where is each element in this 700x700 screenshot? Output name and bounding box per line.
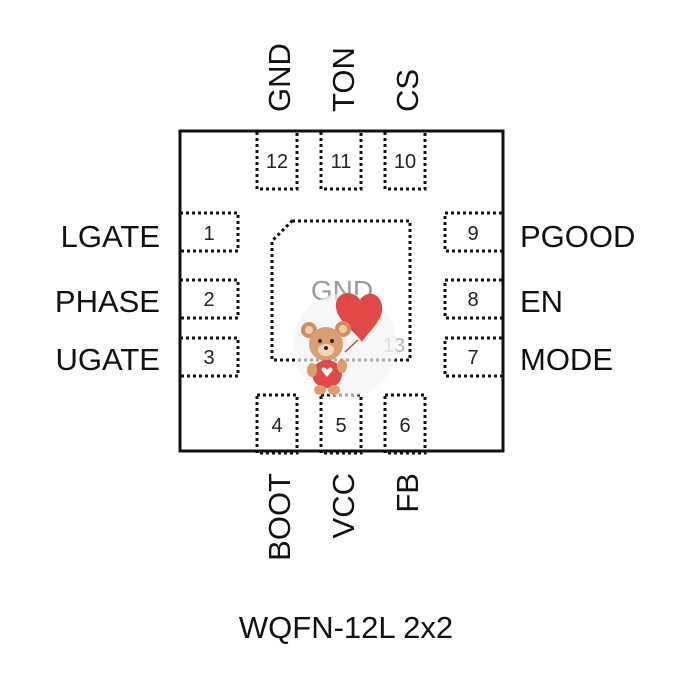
pin-9-name: PGOOD	[520, 219, 635, 254]
pin-9-number: 9	[467, 223, 478, 245]
pin-6-number: 6	[399, 415, 410, 437]
pin-3-name: UGATE	[56, 342, 161, 377]
teddy-bear-with-heart-balloon-icon	[293, 293, 397, 397]
pin-2-number: 2	[203, 289, 214, 311]
pad-12	[255, 129, 299, 191]
pin-3-number: 3	[203, 347, 214, 369]
pin-8-number: 8	[467, 289, 478, 311]
pin-4-number: 4	[271, 415, 282, 437]
pin-6-name: FB	[390, 473, 425, 513]
package-body	[178, 129, 505, 453]
pin-2-name: PHASE	[55, 284, 160, 319]
pad-11	[319, 129, 363, 191]
pin-5-name: VCC	[326, 473, 361, 538]
pad-6	[383, 393, 427, 455]
pin-12-number: 12	[266, 151, 288, 173]
pad-4	[255, 393, 299, 455]
pin-11-name: TON	[326, 47, 361, 112]
pin-11-number: 11	[331, 151, 352, 173]
pin-7-number: 7	[467, 347, 478, 369]
pin-1-name: LGATE	[61, 219, 160, 254]
pin-12-name: GND	[262, 43, 297, 112]
package-caption: WQFN-12L 2x2	[239, 610, 453, 645]
pin-5-number: 5	[335, 415, 346, 437]
pin-10-name: CS	[390, 69, 425, 112]
pin-1-number: 1	[203, 223, 214, 245]
pad-10	[383, 129, 427, 191]
pin-8-name: EN	[520, 284, 563, 319]
pin-10-number: 10	[394, 151, 416, 173]
pin-4-name: BOOT	[262, 473, 297, 561]
pin-7-name: MODE	[520, 342, 613, 377]
